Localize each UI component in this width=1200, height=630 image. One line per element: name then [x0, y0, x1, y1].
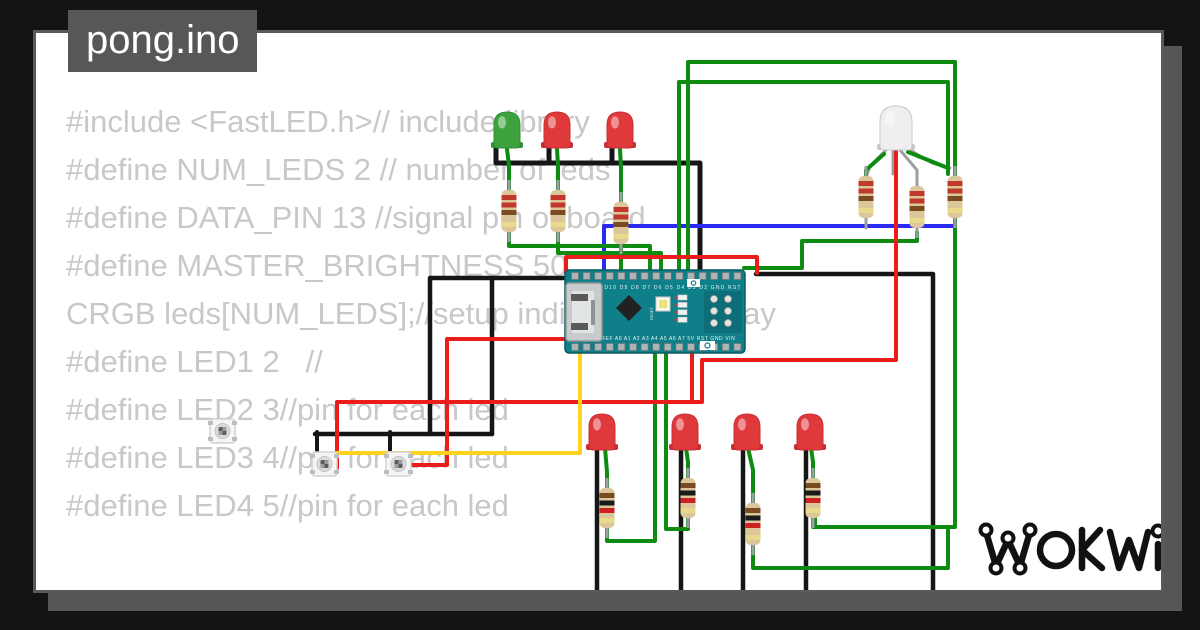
simulation-canvas: #include <FastLED.h>// include library#d…	[33, 30, 1164, 593]
resistor[interactable]	[909, 176, 925, 238]
indicator-led	[677, 294, 688, 301]
wokwi-logo	[978, 522, 1161, 576]
sketch-title-chip: pong.ino	[68, 10, 257, 72]
pin-labels-bottom: D13 3V3 AREF A0 A1 A2 A3 A4 A5 A6 A7 5V …	[572, 336, 735, 342]
pin-labels-top: D12 D11 D10 D9 D8 D7 D6 D5 D4 D3 D2 GND …	[574, 285, 742, 291]
led-red[interactable]	[586, 413, 618, 451]
circuit-diagram: D12 D11 D10 D9 D8 D7 D6 D5 D4 D3 D2 GND …	[208, 60, 963, 593]
resistor[interactable]	[613, 192, 629, 254]
led-green[interactable]	[491, 111, 523, 149]
wire-red[interactable]	[566, 345, 694, 403]
wire-green[interactable]	[751, 528, 950, 570]
arduino-nano-board[interactable]: D12 D11 D10 D9 D8 D7 D6 D5 D4 D3 D2 GND …	[564, 269, 746, 354]
code-line: #define LED4 5//pin for each led	[66, 488, 509, 523]
wire-green[interactable]	[906, 150, 950, 176]
led-red[interactable]	[669, 413, 701, 451]
logo-o	[1036, 530, 1076, 570]
resistor[interactable]	[680, 468, 696, 528]
resistor[interactable]	[947, 166, 963, 228]
resistor[interactable]	[550, 180, 566, 242]
wire-red[interactable]	[564, 255, 759, 275]
indicator-led	[677, 316, 688, 323]
led-red[interactable]	[731, 413, 763, 451]
resistor[interactable]	[599, 478, 615, 538]
sketch-title: pong.ino	[86, 18, 240, 62]
wire-green[interactable]	[677, 80, 950, 277]
wire-red[interactable]	[335, 150, 898, 470]
wire-green[interactable]	[556, 226, 663, 277]
resistor[interactable]	[745, 493, 761, 555]
neopixel-led[interactable]	[310, 451, 339, 477]
indicator-led	[677, 302, 688, 308]
led-red[interactable]	[541, 111, 573, 149]
resistor[interactable]	[501, 180, 517, 242]
stage: #include <FastLED.h>// include library#d…	[36, 33, 1161, 593]
indicator-led	[677, 309, 688, 316]
mcu-chip	[616, 295, 642, 321]
wire-black[interactable]	[753, 271, 936, 593]
rgb-led[interactable]	[877, 105, 915, 151]
resistor[interactable]	[805, 468, 821, 528]
led-red[interactable]	[794, 413, 826, 451]
wire-yellow[interactable]	[334, 350, 582, 455]
resistor[interactable]	[858, 166, 874, 228]
wire-red[interactable]	[408, 337, 569, 467]
neopixel-led[interactable]	[208, 418, 237, 444]
code-line: #define LED1 2 //	[66, 344, 323, 379]
pin-chip-top	[687, 279, 700, 287]
code-line: #define LED2 3//pin for each led	[66, 392, 509, 427]
logo-k-arms	[1078, 526, 1106, 572]
code-line: long delay = 14; //the ball bounce rate …	[66, 584, 786, 590]
led-red[interactable]	[604, 111, 636, 149]
pin-chip-bottom	[700, 341, 715, 350]
reset-label: RESET	[650, 307, 654, 320]
neopixel-led[interactable]	[384, 451, 413, 477]
code-line: #define NUM_LEDS 2 // number of leds	[66, 152, 611, 187]
wire-black[interactable]	[493, 142, 703, 278]
wire-green[interactable]	[742, 230, 919, 270]
logo-w2	[1106, 528, 1152, 572]
logo-i-dot	[1150, 523, 1161, 539]
wire-black[interactable]	[427, 275, 575, 437]
icsp-header	[704, 291, 742, 333]
code-line: #define LED3 4//pin for each led	[66, 440, 509, 475]
